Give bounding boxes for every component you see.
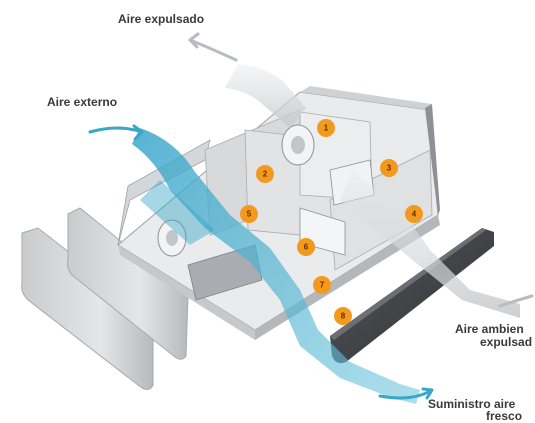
outside-air-arrow-icon [88,124,144,141]
badge-1: 1 [317,119,335,137]
side-panel-left [21,227,154,390]
svg-text:8: 8 [341,312,346,321]
fresh-air-stream [88,124,434,404]
badge-2: 2 [256,165,274,183]
room-air-arrow-icon [498,294,534,308]
svg-text:1: 1 [324,124,329,133]
label-room-air-line1: Aire ambien [455,322,524,336]
svg-text:2: 2 [263,170,268,179]
label-outside-air: Aire externo [47,95,118,109]
label-fresh-supply-line2: fresco [486,409,523,423]
label-fresh-supply-line1: Suministro aire [428,397,516,411]
svg-text:7: 7 [320,281,325,290]
label-room-air-line2: expulsad [480,335,533,349]
svg-text:6: 6 [304,243,309,252]
svg-text:4: 4 [412,210,417,219]
badge-5: 5 [240,205,258,223]
svg-text:3: 3 [387,164,392,173]
fresh-supply-arrow-icon [378,387,434,400]
exhaust-arrow-icon [188,32,238,62]
badge-8: 8 [334,307,352,325]
badge-3: 3 [380,159,398,177]
svg-text:5: 5 [247,210,252,219]
component-badges: 1 2 3 4 5 6 7 8 [240,119,423,325]
badge-7: 7 [313,276,331,294]
exhaust-air-stream [188,32,534,318]
front-panel-dark [330,228,494,364]
badge-4: 4 [405,205,423,223]
side-panel-middle [67,207,189,360]
badge-6: 6 [297,238,315,256]
label-exhaust-air: Aire expulsado [118,12,205,26]
